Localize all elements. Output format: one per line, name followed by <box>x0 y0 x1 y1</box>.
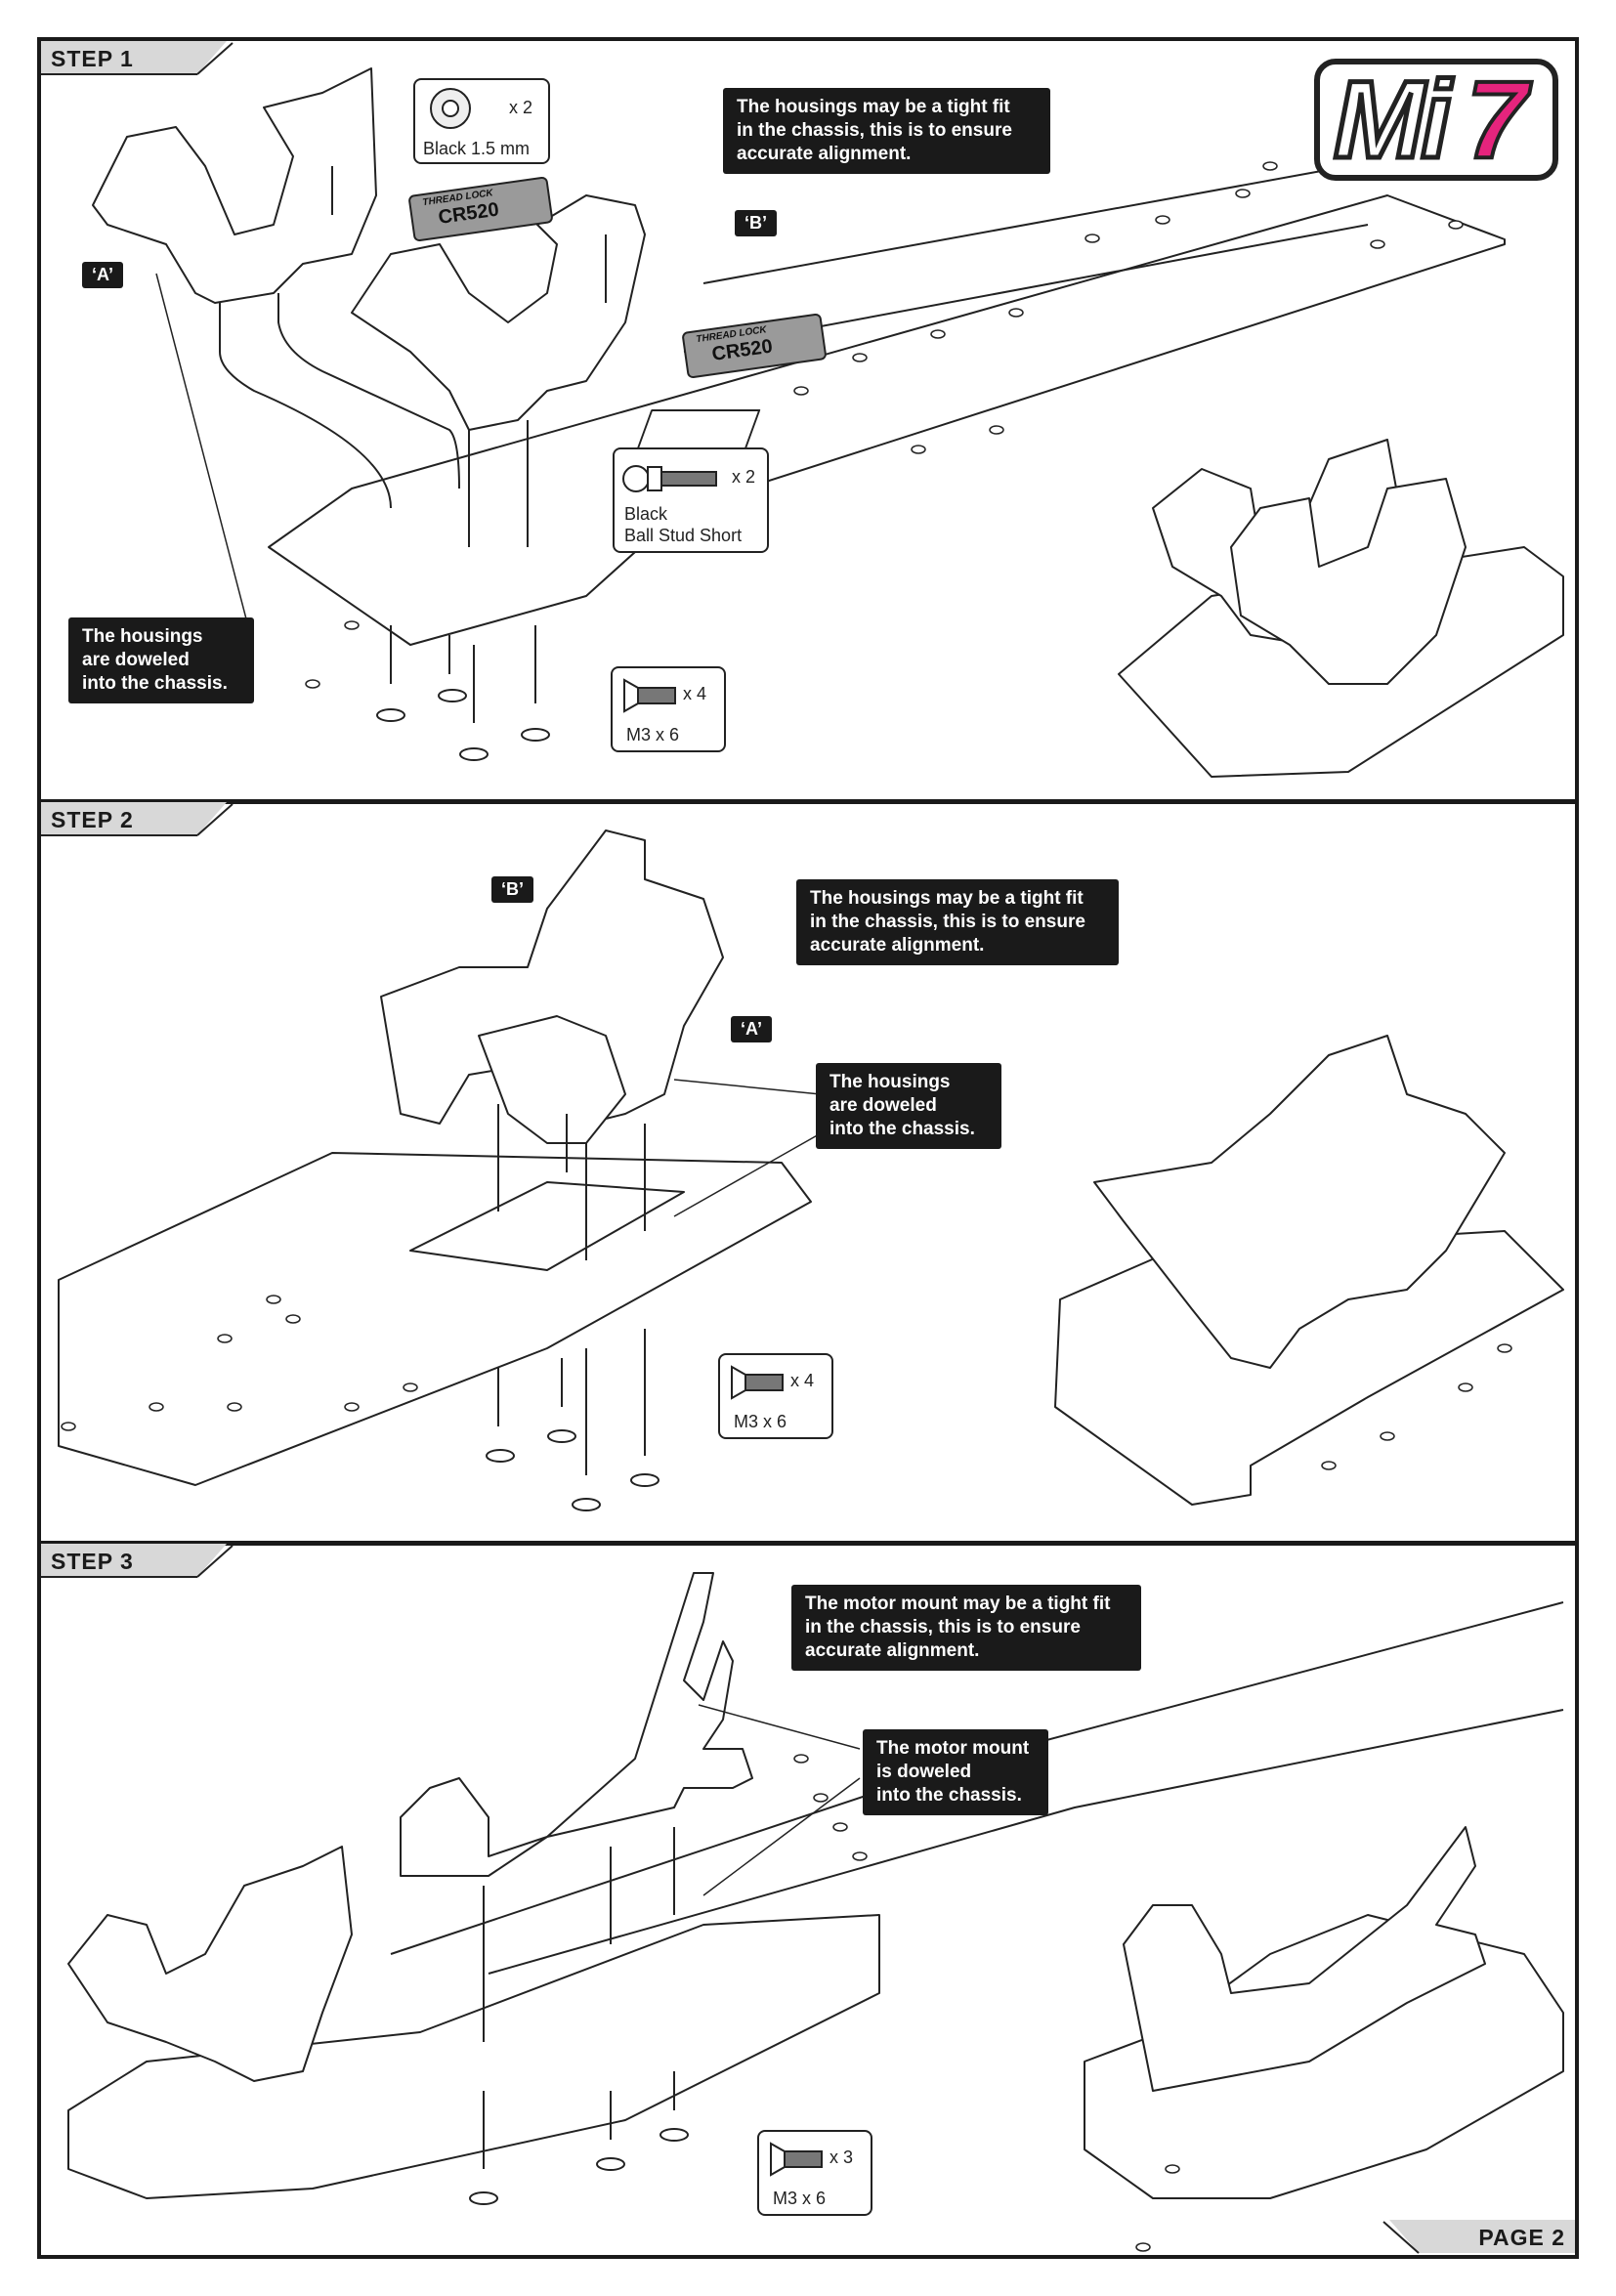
note-line: The housings <box>82 626 203 647</box>
logo-text: Mi <box>1331 57 1453 184</box>
part-tag-a: ‘A’ <box>82 262 124 288</box>
part-name: M3 x 6 <box>773 2189 827 2208</box>
screw-callout: x 3 M3 x 6 <box>757 2130 872 2216</box>
part-tag-b: ‘B’ <box>735 210 778 236</box>
note-line: into the chassis. <box>876 1785 1022 1806</box>
doweled-note: The housings are doweled into the chassi… <box>68 617 254 703</box>
logo-number: 7 <box>1465 57 1529 183</box>
note-line: in the chassis, this is to ensure <box>810 912 1085 932</box>
step-divider <box>37 1541 1579 1546</box>
part-qty: x 4 <box>790 1371 815 1390</box>
step-3-tab: STEP 3 <box>41 1544 236 1579</box>
step-1-label: STEP 1 <box>51 46 134 71</box>
mi7-logo: Mi 7 <box>1314 57 1558 184</box>
page-number-tab: PAGE 2 <box>1380 2220 1575 2255</box>
page-frame <box>37 37 1579 2259</box>
tight-fit-note: The housings may be a tight fit in the c… <box>723 88 1050 174</box>
note-line: The housings may be a tight fit <box>737 97 1010 117</box>
note-line: in the chassis, this is to ensure <box>805 1617 1081 1637</box>
washer-callout: x 2 Black 1.5 mm <box>413 78 550 164</box>
note-line: The motor mount <box>876 1738 1030 1759</box>
part-tag-a: ‘A’ <box>731 1016 773 1042</box>
screw-callout: x 4 M3 x 6 <box>611 666 726 752</box>
note-line: into the chassis. <box>829 1119 975 1139</box>
note-line: is doweled <box>876 1762 972 1782</box>
note-line: The housings may be a tight fit <box>810 888 1084 909</box>
note-line: accurate alignment. <box>805 1640 980 1661</box>
note-line: accurate alignment. <box>810 935 985 956</box>
countersunk-screw-icon <box>731 1365 784 1400</box>
part-qty: x 2 <box>732 467 756 487</box>
note-line: The housings <box>829 1072 951 1092</box>
countersunk-screw-icon <box>623 678 676 713</box>
note-line: are doweled <box>829 1095 937 1116</box>
note-line: The motor mount may be a tight fit <box>805 1594 1111 1614</box>
note-line: are doweled <box>82 650 190 670</box>
part-name: M3 x 6 <box>734 1412 787 1431</box>
part-qty: x 3 <box>829 2147 854 2167</box>
step-2-tab: STEP 2 <box>41 802 236 837</box>
part-name: Black 1.5 mm <box>423 139 531 158</box>
page-number: PAGE 2 <box>1478 2225 1565 2250</box>
tight-fit-note: The motor mount may be a tight fit in th… <box>791 1585 1141 1671</box>
note-line: accurate alignment. <box>737 144 912 164</box>
step-3-label: STEP 3 <box>51 1549 134 1574</box>
step-2-label: STEP 2 <box>51 807 134 832</box>
part-name: Ball Stud Short <box>624 526 743 545</box>
part-name: M3 x 6 <box>626 725 680 744</box>
step-divider <box>37 799 1579 804</box>
note-line: in the chassis, this is to ensure <box>737 120 1012 141</box>
ball-stud-callout: x 2 Black Ball Stud Short <box>613 447 769 553</box>
part-name: Black <box>624 504 668 524</box>
part-qty: x 2 <box>509 98 533 117</box>
ball-stud-icon <box>622 465 717 492</box>
part-qty: x 4 <box>683 684 707 703</box>
tight-fit-note: The housings may be a tight fit in the c… <box>796 879 1119 965</box>
washer-icon <box>430 88 471 129</box>
doweled-note: The motor mount is doweled into the chas… <box>863 1729 1048 1815</box>
countersunk-screw-icon <box>770 2142 823 2177</box>
doweled-note: The housings are doweled into the chassi… <box>816 1063 1001 1149</box>
note-line: into the chassis. <box>82 673 228 694</box>
screw-callout: x 4 M3 x 6 <box>718 1353 833 1439</box>
part-tag-b: ‘B’ <box>491 876 534 903</box>
step-1-tab: STEP 1 <box>41 41 236 76</box>
